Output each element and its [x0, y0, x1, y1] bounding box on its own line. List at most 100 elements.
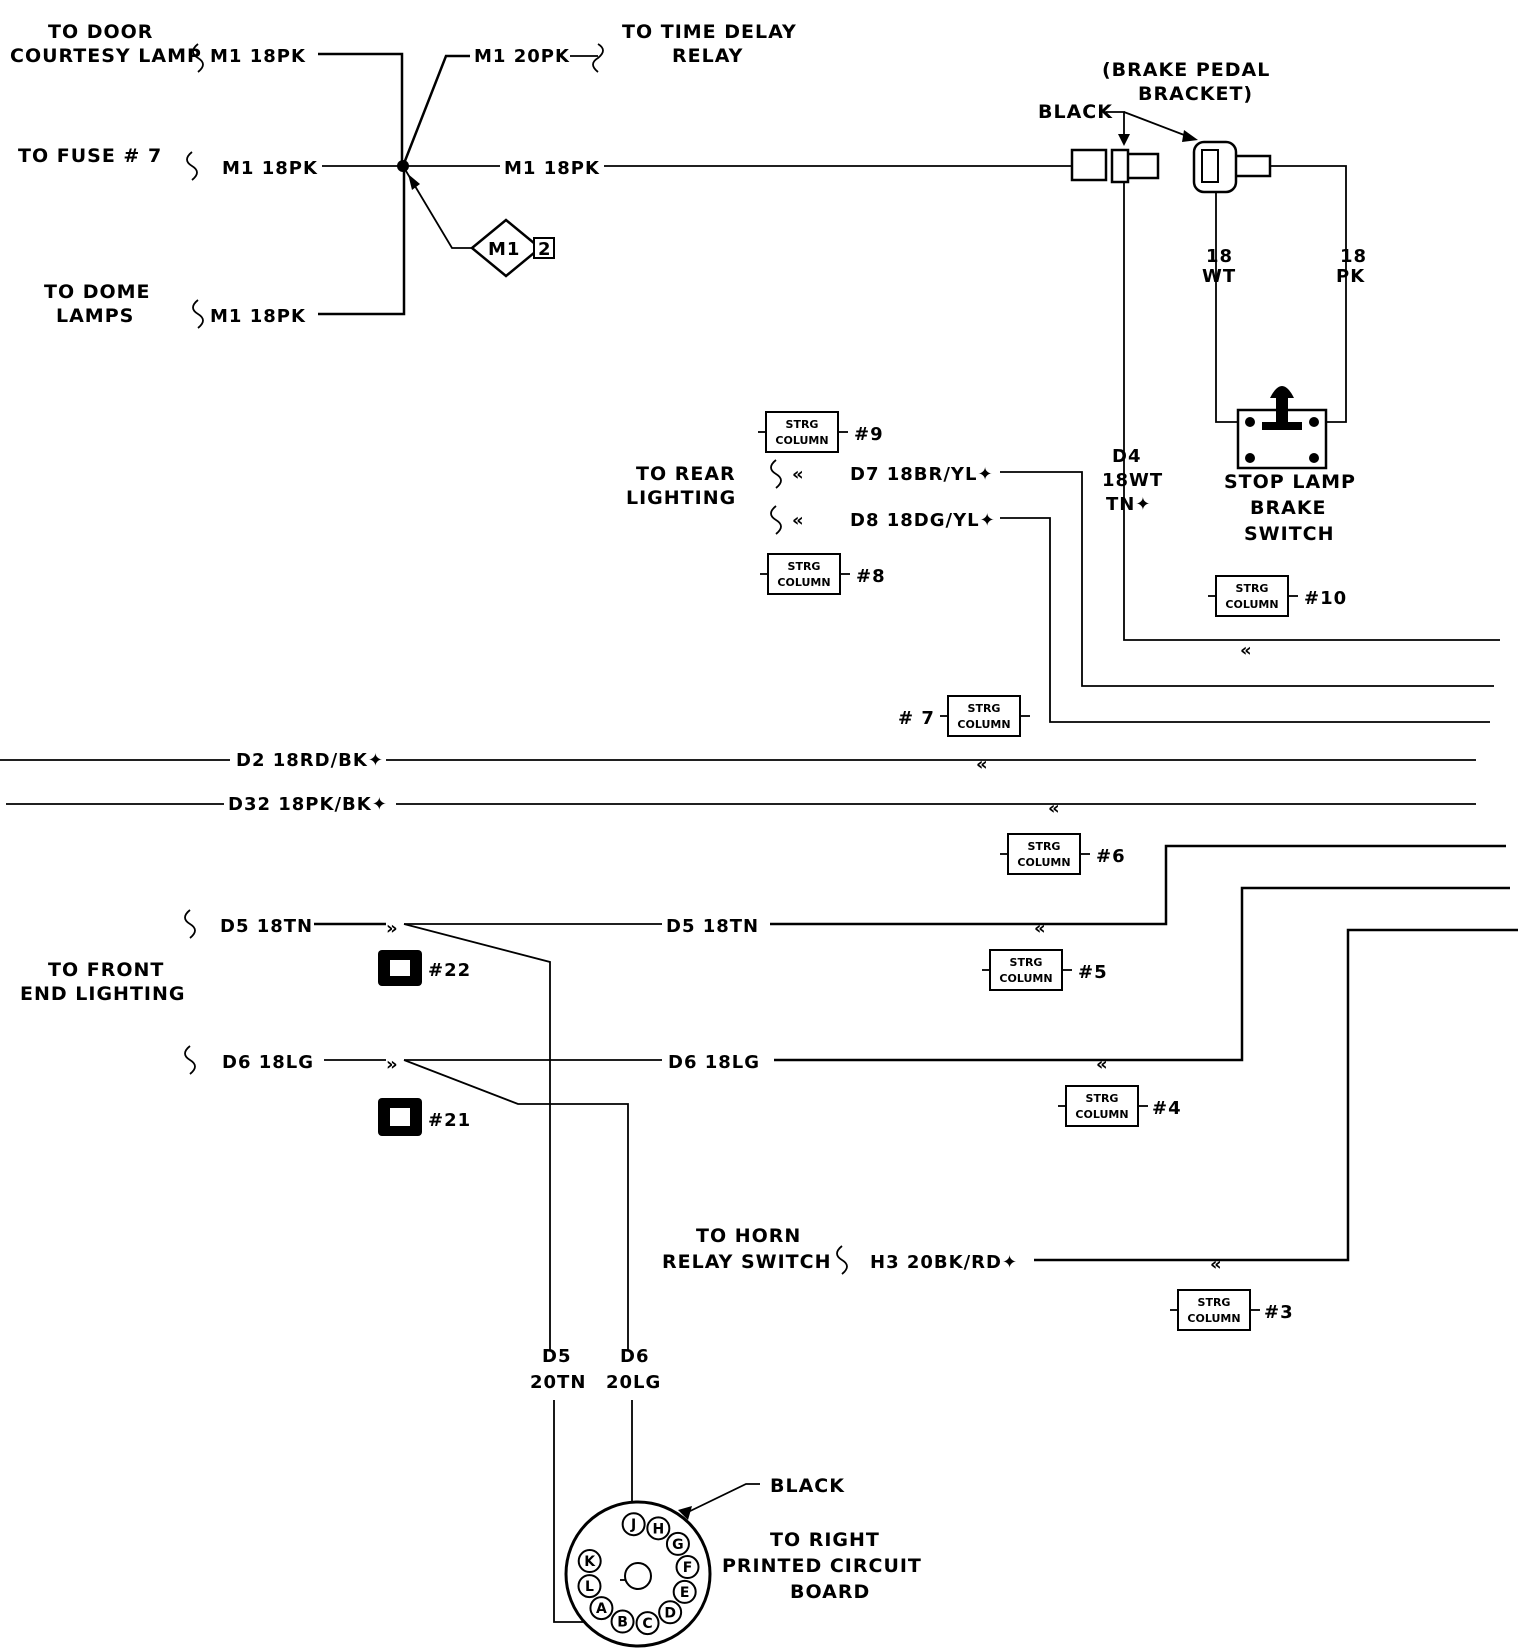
- d5-down-label-1: D5: [542, 1346, 571, 1367]
- wire-d5-down: [403, 923, 551, 1350]
- arrow-icon: [1118, 134, 1130, 146]
- printed-circuit-label-2: PRINTED CIRCUIT: [722, 1555, 922, 1577]
- pin-e: [672, 1579, 697, 1604]
- connector-body: [1128, 152, 1160, 180]
- stop-lamp-label-1: STOP LAMP: [1224, 471, 1356, 493]
- wt-label-1: 18: [1206, 246, 1233, 267]
- pin-h: [646, 1516, 671, 1541]
- pin-a: [589, 1596, 614, 1621]
- strg-line-1: STRG: [788, 560, 821, 573]
- dome-label-1: TO DOME: [44, 281, 151, 303]
- brake-switch-area: (BRAKE PEDAL BRACKET) BLACK 18 WT 18 PK …: [1038, 59, 1500, 641]
- pin-label-f: F: [683, 1560, 693, 1576]
- wire-d2: D2 18RD/BK✦: [236, 750, 384, 771]
- pin-d: [658, 1600, 683, 1625]
- front-end-lighting-area: D5 18TN » D5 18TN « #22 TO FRONT END LIG…: [20, 844, 1510, 1350]
- time-delay-label-2: RELAY: [672, 45, 743, 67]
- strg-line-1: STRG: [1198, 1296, 1231, 1309]
- strg-line-2: COLUMN: [1075, 1108, 1128, 1121]
- black-label-top: BLACK: [1038, 101, 1113, 123]
- d4-label-3: TN✦: [1106, 494, 1151, 515]
- arrow-icon: [678, 1506, 692, 1520]
- strg-line-1: STRG: [786, 418, 819, 431]
- horn-relay-label-2: RELAY SWITCH: [662, 1251, 832, 1273]
- wire-line: [402, 165, 472, 249]
- double-chevron-icon: «: [792, 464, 805, 485]
- black-label-bottom: BLACK: [770, 1475, 845, 1497]
- strg-line-2: COLUMN: [1017, 856, 1070, 869]
- printed-circuit-label-1: TO RIGHT: [770, 1529, 880, 1551]
- pin-label-j: J: [630, 1517, 636, 1533]
- horn-relay-label-1: TO HORN: [696, 1225, 801, 1247]
- arrow-icon: [408, 174, 420, 190]
- splice-number: 2: [538, 239, 552, 260]
- arrow-icon: [1182, 130, 1198, 142]
- d6-down-label-1: D6: [620, 1346, 649, 1367]
- pin-label-k: K: [584, 1554, 596, 1570]
- double-chevron-icon: «: [1240, 640, 1253, 661]
- connector-8-label: #8: [856, 566, 886, 587]
- double-chevron-right-icon: »: [386, 918, 399, 939]
- strg-line-2: COLUMN: [957, 718, 1010, 731]
- stop-lamp-label-2: BRAKE: [1250, 497, 1327, 519]
- double-chevron-icon: «: [976, 754, 989, 775]
- door-courtesy-label-2: COURTESY LAMP: [10, 45, 202, 67]
- pin-f: [675, 1555, 700, 1580]
- wire-d5-left: D5 18TN: [220, 916, 313, 937]
- wire-break-symbol: [184, 909, 196, 939]
- fuse7-label: TO FUSE # 7: [18, 145, 162, 167]
- pin-label-l: L: [585, 1579, 594, 1595]
- strg-line-2: COLUMN: [777, 576, 830, 589]
- connector-4-label: #4: [1152, 1098, 1182, 1119]
- double-chevron-icon: «: [1048, 798, 1061, 819]
- pk-label-1: 18: [1340, 246, 1367, 267]
- pk-label-2: PK: [1336, 266, 1365, 287]
- wire-m1-relay: M1 20PK: [474, 46, 570, 67]
- connector-pin: [1201, 149, 1219, 183]
- wire-m1-main: M1 18PK: [504, 158, 600, 179]
- double-chevron-icon: «: [1034, 918, 1047, 939]
- pin-label-g: G: [672, 1537, 684, 1553]
- connector-22-window: [390, 960, 410, 976]
- rear-lighting-area: STRG COLUMN #9 TO REAR LIGHTING « D7 18B…: [626, 411, 1494, 737]
- wire-line: [318, 52, 404, 164]
- strg-line-1: STRG: [1086, 1092, 1119, 1105]
- m1-splice-area: TO DOOR COURTESY LAMP M1 18PK TO FUSE # …: [10, 21, 1072, 329]
- leader-line: [1123, 111, 1193, 139]
- d2-d32-area: D2 18RD/BK✦ « D32 18PK/BK✦ « STRG COLUMN…: [0, 750, 1476, 875]
- strg-column-7: [947, 695, 1021, 737]
- wire-m1-dome: M1 18PK: [210, 306, 306, 327]
- wire-d4: [1123, 182, 1500, 641]
- double-chevron-icon: «: [1210, 1254, 1223, 1275]
- connector-10-label: #10: [1304, 588, 1347, 609]
- wire-break-symbol: [836, 1245, 848, 1275]
- dome-label-2: LAMPS: [56, 305, 134, 327]
- wire-d8: D8 18DG/YL✦: [850, 510, 996, 531]
- pin-label-a: A: [596, 1601, 607, 1617]
- splice-label: M1: [488, 239, 520, 260]
- wire-m1-door: M1 18PK: [210, 46, 306, 67]
- double-chevron-icon: «: [792, 510, 805, 531]
- wire-d5-right: [770, 844, 1506, 926]
- connector-5-label: #5: [1078, 962, 1108, 983]
- strg-line-2: COLUMN: [1225, 598, 1278, 611]
- terminal: [1245, 417, 1255, 427]
- strg-line-1: STRG: [1236, 582, 1269, 595]
- d6-down-label-2: 20LG: [606, 1372, 661, 1393]
- d4-label-2: 18WT: [1102, 470, 1163, 491]
- front-end-label-1: TO FRONT: [48, 959, 164, 981]
- strg-line-1: STRG: [1010, 956, 1043, 969]
- wire-d6-right: [774, 886, 1510, 1062]
- wire-d7: D7 18BR/YL✦: [850, 464, 994, 485]
- connector-body: [1236, 154, 1272, 178]
- strg-column-4: [1065, 1085, 1139, 1127]
- wire-d7-line: [1000, 471, 1494, 687]
- wire-break-symbol: [186, 151, 198, 181]
- switch-plunger: [1262, 398, 1302, 430]
- wire-break-symbol: [192, 299, 204, 329]
- connector-key: [624, 1562, 652, 1590]
- terminal: [1309, 417, 1319, 427]
- wire-d8-line: [1000, 517, 1490, 723]
